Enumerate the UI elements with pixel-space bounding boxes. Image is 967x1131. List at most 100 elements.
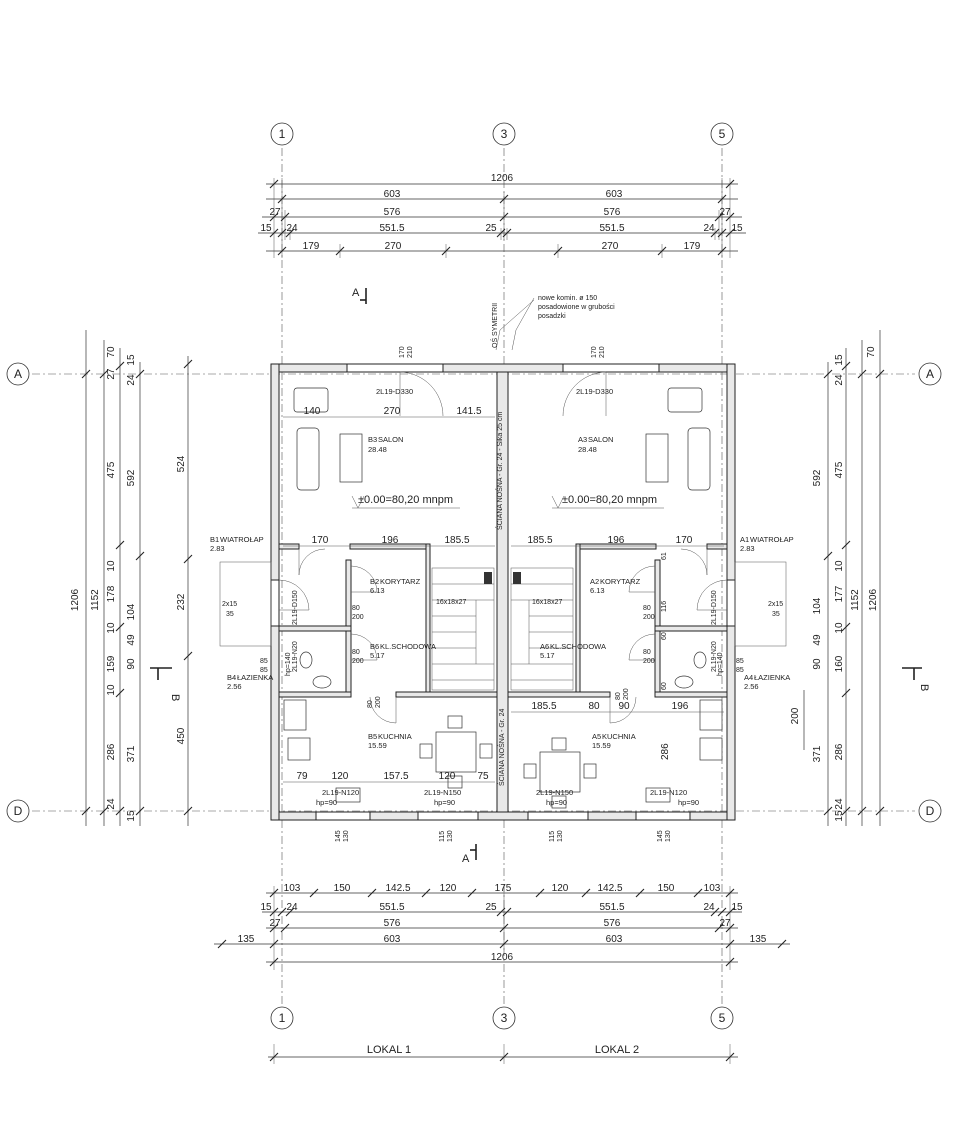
dim-label: 1206 [868, 588, 879, 611]
dim-label: 24 [703, 223, 715, 234]
dim-label: 551.5 [599, 223, 624, 234]
dim-label: 603 [606, 934, 623, 945]
dim-label: 85 [736, 667, 744, 674]
dim-label: 200 [790, 707, 801, 724]
dim-label: 90 [126, 658, 137, 670]
room-code: B3 [368, 435, 377, 444]
dim-label: 286 [106, 743, 117, 760]
level-label: ±0.00=80,20 mnpm [562, 494, 657, 506]
dim-label: 80 [367, 700, 374, 708]
axis-label: D [926, 804, 935, 818]
dim-label: 551.5 [599, 902, 624, 913]
dim-label: 120 [439, 771, 456, 782]
room-name: KUCHNIA [602, 732, 636, 741]
dim-label: 286 [660, 743, 671, 760]
dim-label: 90 [812, 658, 823, 670]
room-area: 15.59 [368, 741, 387, 750]
dim-label: 603 [606, 189, 623, 200]
dim-label: 551.5 [379, 902, 404, 913]
bottom-dimension-chains: 103 150 142.5 120 175 120 142.5 150 103 … [214, 883, 790, 970]
dim-label: 104 [812, 597, 823, 614]
dim-label: 200 [352, 614, 364, 621]
dim-label: 135 [238, 934, 255, 945]
room-code: A3 [578, 435, 587, 444]
room-area: 6.13 [590, 586, 605, 595]
section-marker-B-left: B [150, 667, 181, 701]
right-dimension-chains: 1206 1152 70 15 24 475 10 177 104 10 49 … [790, 330, 885, 826]
dim-label: 24 [286, 223, 298, 234]
dim-label: 170 [312, 535, 329, 546]
dim-label: 170 [676, 535, 693, 546]
window-tag: 2L19-N120 [322, 788, 359, 797]
dim-label: 49 [126, 634, 137, 646]
room-code: A4 [744, 673, 753, 682]
section-marker-A-top: A [352, 287, 367, 304]
room-area: 5.17 [370, 651, 385, 660]
dim-label: 61 [661, 552, 668, 560]
dim-label: 115 [439, 831, 446, 842]
axis-bubble-A-right: A [918, 362, 942, 386]
dim-label: 524 [176, 455, 187, 472]
chimney-note-line: posadowione w grubości [538, 304, 615, 311]
dim-label: 170 [399, 346, 406, 358]
room-name: KORYTARZ [600, 577, 641, 586]
dim-label: 232 [176, 593, 187, 610]
room-labels-right: A3 SALON 28.48 A1 WIATROŁAP 2.83 A2 KORY… [540, 435, 794, 750]
dim-label: 115 [549, 831, 556, 842]
hp-tag: hp=90 [316, 798, 337, 807]
dim-label: 27 [269, 207, 281, 218]
dim-label: 75 [477, 771, 489, 782]
dim-label: 24 [703, 902, 715, 913]
room-code: B5 [368, 732, 377, 741]
stair-spec: 16x18x27 [532, 599, 562, 606]
staircase-left: 16x18x27 [431, 567, 495, 691]
window-tag: 2L19-D330 [376, 387, 413, 396]
hp-tag: hp=90 [678, 798, 699, 807]
dim-label: 210 [599, 346, 606, 358]
dim-label: 27 [106, 368, 117, 380]
dim-label: 15 [126, 810, 137, 822]
dim-label: 185.5 [531, 701, 556, 712]
axis-lines [32, 148, 915, 1005]
dim-label: 185.5 [444, 535, 469, 546]
room-name: WIATROŁAP [750, 535, 794, 544]
dim-label: 210 [407, 346, 414, 358]
dim-label: 130 [557, 830, 564, 842]
axis-bubble-1-bottom: 1 [270, 1006, 294, 1030]
dim-label: 1152 [850, 589, 861, 611]
stair-spec: 16x18x27 [436, 599, 466, 606]
dim-label: 2x15 [768, 601, 783, 608]
axis-label: 3 [501, 127, 508, 141]
hp-tag: hp=90 [434, 798, 455, 807]
room-area: 2.56 [227, 682, 242, 691]
dim-label: 185.5 [527, 535, 552, 546]
room-code: B2 [370, 577, 379, 586]
dim-label: 2x15 [222, 601, 237, 608]
dim-label: 15 [260, 223, 272, 234]
dim-label: 10 [834, 560, 845, 572]
room-name: KUCHNIA [378, 732, 412, 741]
room-code: B4 [227, 673, 236, 682]
axis-bubble-A-left: A [6, 362, 30, 386]
dim-label: 10 [106, 560, 117, 572]
room-area: 5.17 [540, 651, 555, 660]
dim-label: 603 [384, 189, 401, 200]
wall-note: ŚCIANA NOŚNA - Gr. 24 - Sika 25 cm [495, 412, 504, 530]
axis-label: A [14, 367, 22, 381]
room-labels-left: B3 SALON 28.48 B1 WIATROŁAP 2.83 B2 KORY… [210, 435, 436, 750]
room-code: A1 [740, 535, 749, 544]
axis-label: 5 [719, 127, 726, 141]
dim-label: 60 [661, 632, 668, 640]
chimney-note-line: nowe komin. ø 150 [538, 295, 597, 302]
dim-label: 270 [602, 241, 619, 252]
dim-label: 15 [731, 223, 743, 234]
axis-label: A [926, 367, 934, 381]
dim-label: 103 [284, 883, 301, 894]
room-name: KORYTARZ [380, 577, 421, 586]
symmetry-label: OŚ SYMETRII [490, 303, 499, 348]
dim-label: 1206 [491, 173, 514, 184]
window-tag: 2L19-N120 [650, 788, 687, 797]
axis-bubble-3-bottom: 3 [492, 1006, 516, 1030]
section-label: B [918, 684, 930, 691]
